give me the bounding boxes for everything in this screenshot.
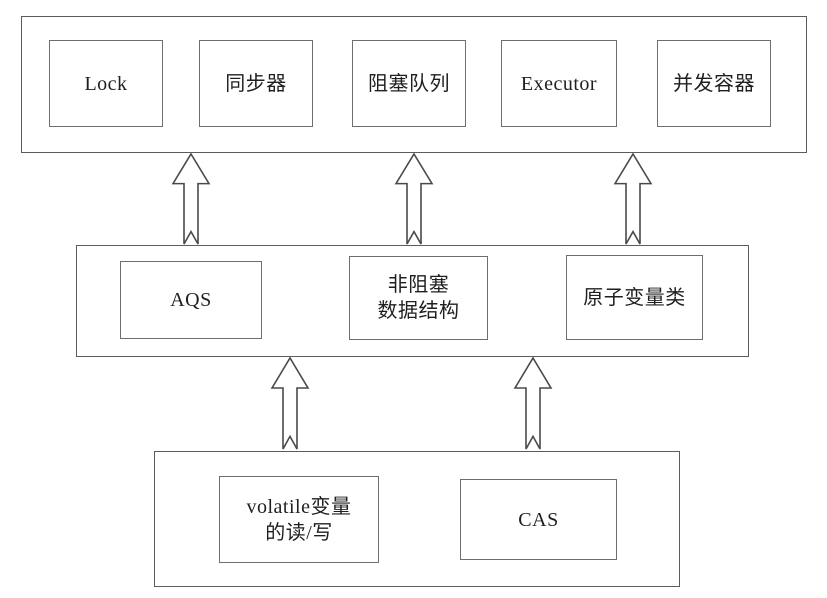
box-lock-label: Lock <box>84 72 128 95</box>
box-atomic-variable-class: 原子变量类 <box>566 255 703 340</box>
box-volatile-read-write: volatile变量 的读/写 <box>219 476 379 563</box>
box-synchronizer-label: 同步器 <box>225 72 287 95</box>
up-arrow-icon <box>394 153 434 245</box>
box-nonblocking-data-structure: 非阻塞 数据结构 <box>349 256 488 340</box>
box-concurrent-container: 并发容器 <box>657 40 771 127</box>
box-executor-label: Executor <box>520 72 598 95</box>
box-synchronizer: 同步器 <box>199 40 313 127</box>
up-arrow-icon <box>613 153 653 245</box>
box-atomic-variable-class-label: 原子变量类 <box>583 286 686 309</box>
label-line-2: 的读/写 <box>265 521 333 544</box>
label-line-1: volatile变量 <box>246 495 352 518</box>
box-nonblocking-data-structure-label: 非阻塞 数据结构 <box>378 272 460 324</box>
up-arrow-icon <box>171 153 211 245</box>
box-blocking-queue-label: 阻塞队列 <box>368 72 450 95</box>
box-aqs: AQS <box>120 261 262 339</box>
box-cas: CAS <box>460 479 617 560</box>
box-volatile-read-write-label: volatile变量 的读/写 <box>247 494 352 546</box>
box-cas-label: CAS <box>518 508 559 531</box>
box-concurrent-container-label: 并发容器 <box>673 72 755 95</box>
box-blocking-queue: 阻塞队列 <box>352 40 466 127</box>
label-line-2: 数据结构 <box>377 300 460 322</box>
box-lock: Lock <box>49 40 163 127</box>
label-line-1: 非阻塞 <box>387 274 450 296</box>
box-executor: Executor <box>501 40 617 127</box>
up-arrow-icon <box>513 357 553 450</box>
up-arrow-icon <box>270 357 310 450</box>
box-aqs-label: AQS <box>170 289 212 311</box>
